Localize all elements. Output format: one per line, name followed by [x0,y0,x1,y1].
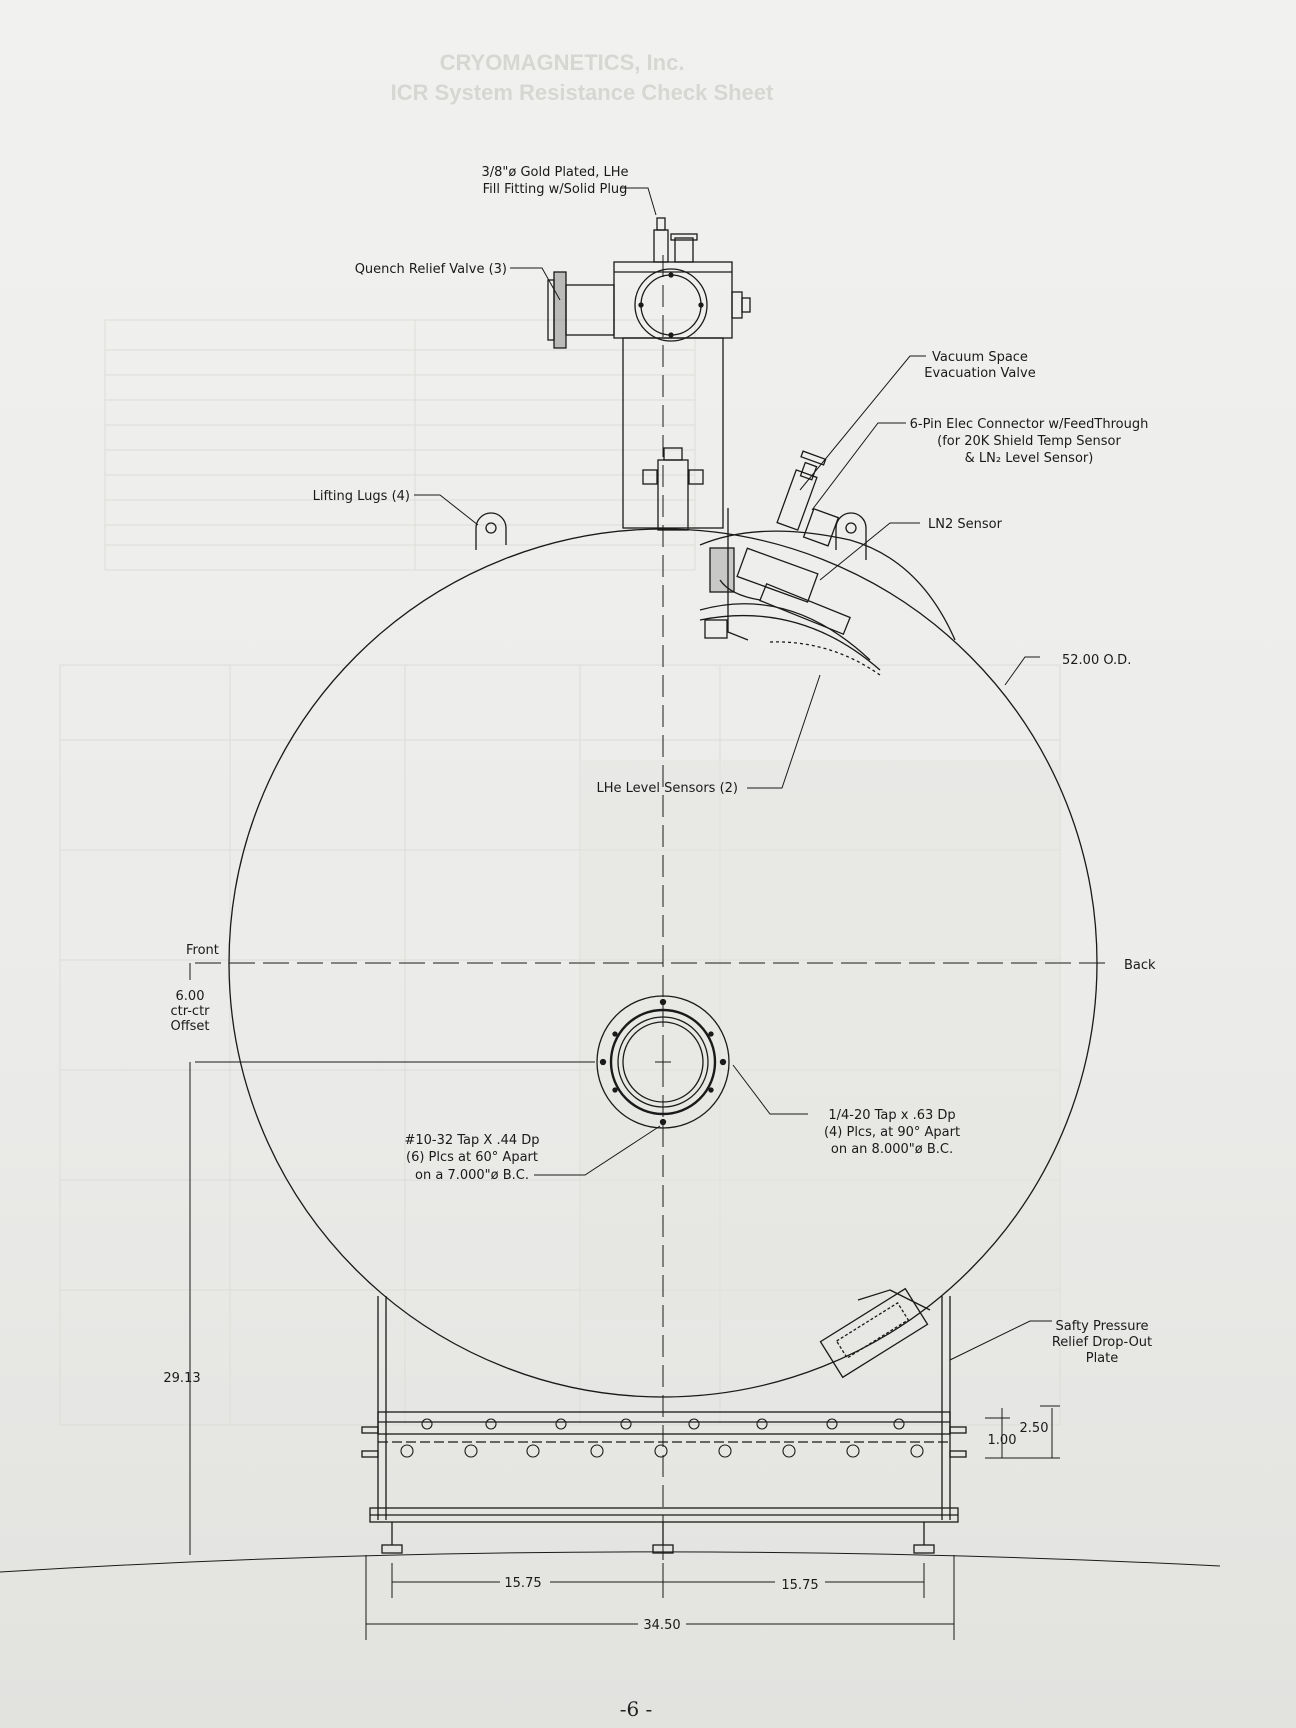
callout-tap-ten: #10-32 Tap X .44 Dp (6) Plcs at 60° Apar… [404,1133,539,1183]
ghost-company: CRYOMAGNETICS, Inc. [440,50,685,75]
svg-text:Plate: Plate [1086,1351,1119,1366]
svg-text:Evacuation Valve: Evacuation Valve [924,366,1035,381]
bore-assembly [596,995,730,1129]
callout-fill-fitting: 3/8"ø Gold Plated, LHe Fill Fitting w/So… [481,165,628,197]
label-front: Front [186,943,219,958]
callout-safety-plate: Safty Pressure Relief Drop-Out Plate [1052,1319,1152,1366]
floor-edge [0,1551,1221,1573]
svg-text:(for 20K Shield Temp Sensor: (for 20K Shield Temp Sensor [937,434,1121,449]
dim-rail-inner: 1.00 [988,1433,1017,1448]
page-number: -6 - [620,1697,653,1721]
svg-text:Safty Pressure: Safty Pressure [1056,1319,1149,1334]
callout-tap-quarter: 1/4-20 Tap x .63 Dp (4) Plcs, at 90° Apa… [824,1108,960,1157]
svg-text:6-Pin Elec Connector w/FeedThr: 6-Pin Elec Connector w/FeedThrough [910,417,1149,432]
dimension-lines [189,963,1060,1640]
callout-vacuum-valve: Vacuum Space Evacuation Valve [924,350,1035,381]
ghost-sheet-title: ICR System Resistance Check Sheet [391,80,774,105]
leader-lines [414,187,1052,1361]
svg-text:on an 8.000"ø B.C.: on an 8.000"ø B.C. [831,1142,953,1157]
dim-left-half: 15.75 [504,1576,541,1591]
callout-lhe-sensors: LHe Level Sensors (2) [597,781,738,796]
svg-text:on a 7.000"ø B.C.: on a 7.000"ø B.C. [415,1168,529,1183]
callout-elec-connector: 6-Pin Elec Connector w/FeedThrough (for … [910,417,1149,466]
callout-ln2-sensor: LN2 Sensor [928,517,1003,532]
dim-rail-outer: 2.50 [1020,1421,1049,1436]
sensor-cutaway [699,508,956,676]
safety-plate [819,1287,931,1379]
dim-height: 29.13 [163,1371,200,1386]
svg-text:(4) Plcs, at 90° Apart: (4) Plcs, at 90° Apart [824,1125,960,1140]
svg-text:Offset: Offset [170,1019,209,1034]
service-turret [547,217,751,531]
svg-text:Vacuum Space: Vacuum Space [932,350,1028,365]
svg-text:& LN₂ Level Sensor): & LN₂ Level Sensor) [965,451,1094,466]
svg-text:ctr-ctr: ctr-ctr [170,1004,210,1019]
svg-text:6.00: 6.00 [176,989,205,1004]
lifting-lug-right [835,512,867,560]
svg-text:1/4-20 Tap x .63 Dp: 1/4-20 Tap x .63 Dp [828,1108,955,1123]
callout-lifting-lugs: Lifting Lugs (4) [313,489,410,504]
label-back: Back [1124,958,1156,973]
callout-quench-relief: Quench Relief Valve (3) [355,262,507,277]
svg-text:Relief Drop-Out: Relief Drop-Out [1052,1335,1152,1350]
dim-overall-width: 34.50 [643,1618,680,1633]
lifting-lug-left [475,512,507,550]
svg-text:#10-32 Tap X .44 Dp: #10-32 Tap X .44 Dp [404,1133,539,1148]
callout-offset: 6.00 ctr-ctr Offset [170,989,210,1034]
svg-text:3/8"ø Gold Plated, LHe: 3/8"ø Gold Plated, LHe [481,165,628,180]
callout-od: 52.00 O.D. [1062,653,1131,668]
dim-right-half: 15.75 [781,1578,818,1593]
svg-text:(6) Plcs at 60° Apart: (6) Plcs at 60° Apart [406,1150,538,1165]
support-stand [361,1296,967,1554]
ghost-table [59,319,1061,1426]
ghost-shade [580,760,1060,1320]
svg-text:Fill Fitting w/Solid Plug: Fill Fitting w/Solid Plug [483,182,628,197]
